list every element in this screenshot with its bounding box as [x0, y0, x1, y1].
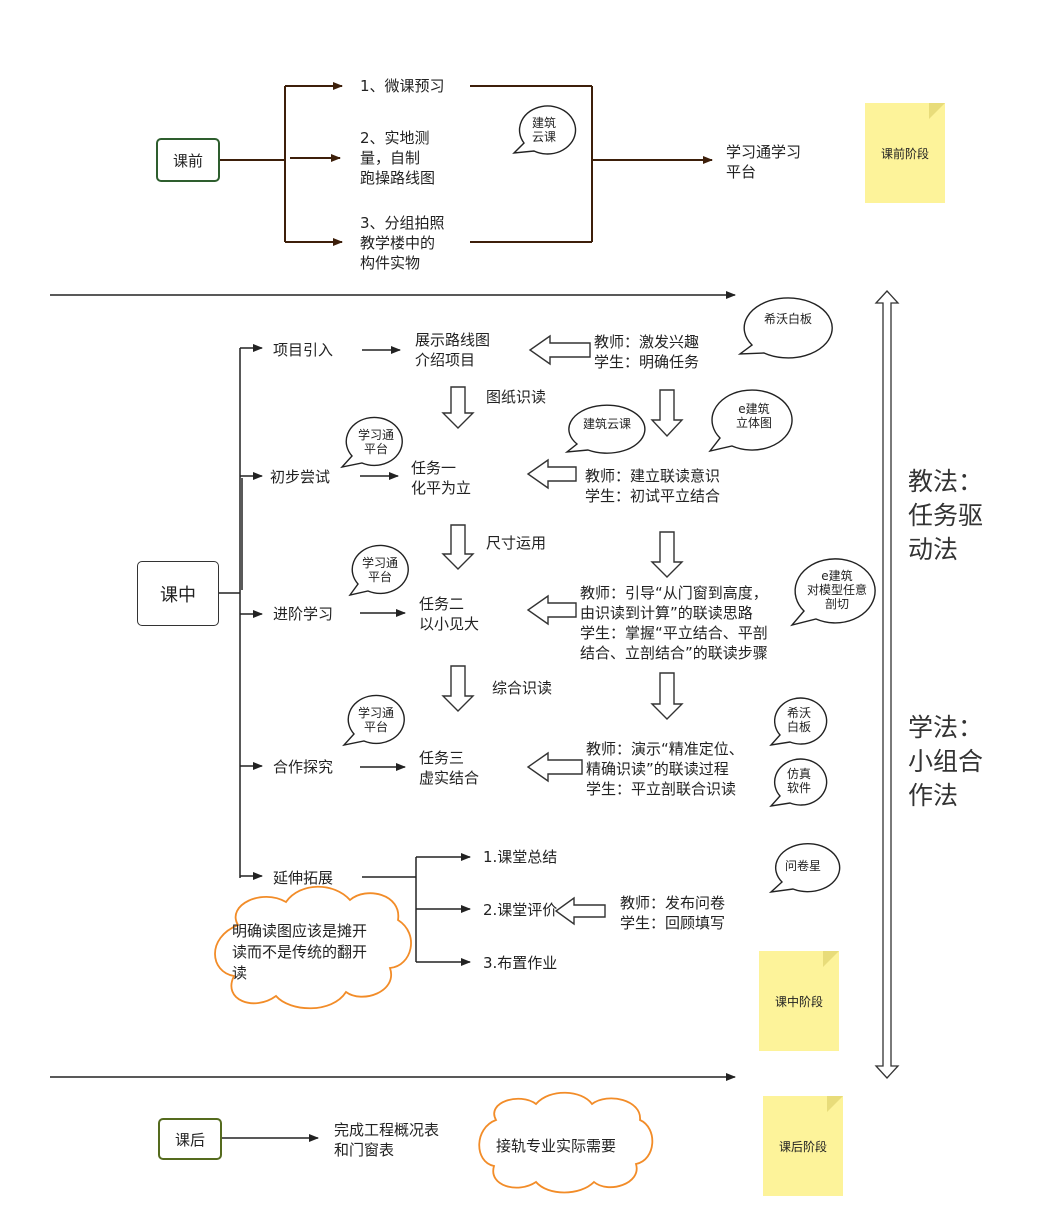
bubble-shape-e-3d	[708, 389, 793, 453]
in-class-box[interactable]: 课中	[137, 561, 219, 626]
bubble-wenjuanxing: 问卷星	[784, 859, 821, 873]
pre-stage-note: 课前阶段	[865, 103, 945, 203]
bubble-shape-xiwo1	[737, 297, 833, 359]
step-extension: 延伸拓展	[273, 869, 334, 887]
pre-class-label: 课前	[172, 151, 203, 170]
bubble-shape-xxt3	[342, 694, 405, 747]
ext-summary: 1.课堂总结	[483, 848, 558, 866]
ext-roles: 教师：发布问卷 学生：回顾填写	[620, 894, 726, 932]
post-class-box[interactable]: 课后	[158, 1118, 222, 1160]
step-first-try: 初步尝试	[270, 468, 331, 486]
orange-clouds	[214, 885, 654, 1194]
cloud-shape-post	[478, 1091, 654, 1194]
task-intro: 展示路线图 介绍项目	[415, 331, 491, 369]
bubble-xxt-1: 学习通 平台	[357, 428, 394, 456]
method-double-arrow	[874, 290, 900, 1079]
cloud-note-mid: 明确读图应该是摊开 读而不是传统的翻开 读	[232, 922, 368, 982]
pre-class-connectors	[220, 82, 713, 246]
roles-intro: 教师：激发兴趣 学生：明确任务	[594, 333, 700, 371]
bubble-shape-xxt2	[348, 544, 409, 597]
bubble-e-cut: e建筑 对模型任意 剖切	[806, 569, 867, 611]
learning-method: 学法： 小组合 作法	[908, 713, 984, 810]
bubble-jianzhu-cloud-pre: 建筑 云课	[531, 116, 556, 144]
bubble-shape-xiwo2	[769, 697, 828, 746]
task-two: 任务二 以小见大	[419, 595, 480, 633]
pre-class-box[interactable]: 课前	[156, 138, 220, 182]
cloud-shape-mid	[214, 885, 412, 1010]
step-project-intro: 项目引入	[273, 341, 334, 359]
bubble-shape-wjx	[768, 842, 841, 893]
post-class-label: 课后	[174, 1130, 205, 1149]
hollow-down-arrows	[441, 386, 684, 720]
bubble-xiwo-board-2: 希沃 白板	[786, 706, 811, 734]
bubble-shape-jianzhu-cloud-pre	[512, 105, 577, 155]
pre-item-2: 2、实地测 量，自制 跑操路线图	[360, 129, 436, 187]
bubble-shape-e-cut	[790, 558, 876, 627]
connector-combined-reading: 综合识读	[492, 679, 553, 697]
in-class-trunk	[219, 344, 471, 1142]
teaching-method: 教法： 任务驱 动法	[908, 467, 984, 564]
mid-stage-note: 课中阶段	[759, 951, 839, 1051]
in-class-label: 课中	[160, 584, 196, 606]
pre-item-1: 1、微课预习	[360, 77, 445, 95]
ext-evaluation: 2.课堂评价	[483, 901, 558, 919]
bubble-e-3d: e建筑 立体图	[735, 402, 772, 430]
task-three: 任务三 虚实结合	[419, 749, 480, 787]
bubble-shape-sim	[769, 758, 828, 807]
roles-task-one: 教师：建立联读意识 学生：初试平立结合	[585, 467, 721, 505]
bubble-xiwo-board-1: 希沃白板	[763, 312, 812, 326]
bubble-simulation: 仿真 软件	[786, 767, 811, 795]
ext-homework: 3.布置作业	[483, 954, 558, 972]
connector-dimension-use: 尺寸运用	[486, 534, 547, 552]
roles-task-three: 教师：演示“精准定位、 精确识读”的联读过程 学生：平立剖联合识读	[586, 740, 744, 798]
bubble-shape-xxt1	[340, 416, 403, 469]
pre-target: 学习通学习 平台	[726, 143, 802, 181]
bubble-jianzhu-cloud: 建筑云课	[582, 417, 631, 431]
post-stage-note: 课后阶段	[763, 1096, 843, 1196]
step-cooperate: 合作探究	[273, 758, 334, 776]
connector-drawing-reading: 图纸识读	[486, 388, 547, 406]
step-advanced: 进阶学习	[273, 605, 334, 623]
post-task: 完成工程概况表 和门窗表	[334, 1121, 440, 1159]
cloud-note-post: 接轨专业实际需要	[496, 1137, 617, 1155]
bubble-shape-jianzhu-cloud	[564, 404, 646, 454]
speech-bubbles	[340, 105, 876, 893]
bubble-xxt-3: 学习通 平台	[357, 706, 394, 734]
roles-task-two: 教师：引导“从门窗到高度， 由识读到计算”的联读思路 学生：掌握“平立结合、平剖…	[580, 584, 768, 662]
pre-item-3: 3、分组拍照 教学楼中的 构件实物	[360, 214, 445, 272]
hollow-left-arrows	[526, 334, 606, 926]
task-one: 任务一 化平为立	[411, 459, 472, 497]
bubble-xxt-2: 学习通 平台	[361, 556, 398, 584]
